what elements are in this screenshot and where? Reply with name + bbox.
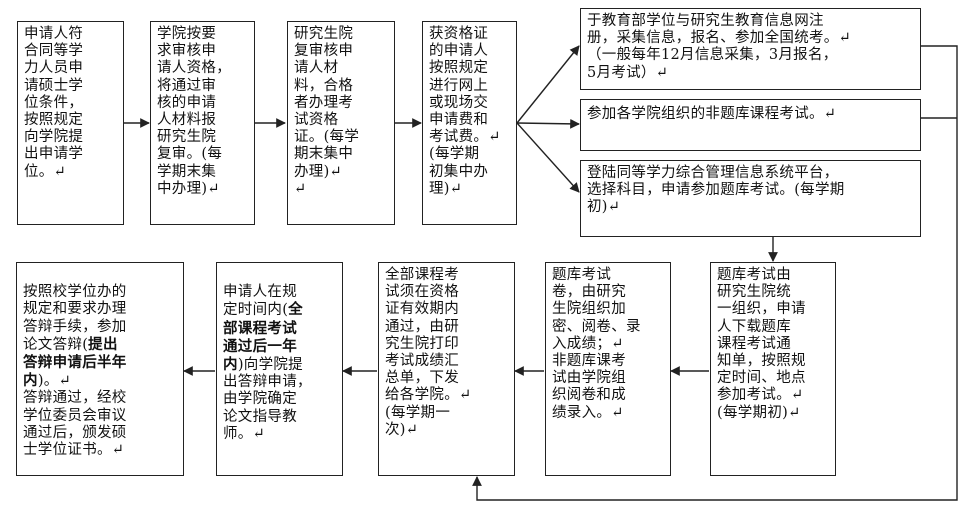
step-bank-exam-register: 登陆同等学力综合管理信息系统平台， 选择科目，申请参加题库考试。(每学期 初)↵ — [580, 160, 921, 237]
defense-application-text-c: )向学院提 出答辩申请， 由学院确定 论文指导教 师。↵ — [223, 357, 312, 442]
defense-application-text-a: 申请人在规 定时间内( — [223, 284, 297, 319]
step-national-exam: 于教育部学位与研究生教育信息网注 册，采集信息，报名、参加全国统考。↵ （一般每… — [580, 8, 921, 90]
step-bank-exam-organize: 题库考试由 研究生院统 一组织，申请 人下载题库 课程考试通 知单，按照规 定时… — [710, 262, 836, 476]
step-college-review: 学院按要 求审核申 请人资格， 将通过审 核的申请 人材料报 研究生院 复审。(… — [150, 21, 255, 225]
step-score-summary: 全部课程考 试须在资格 证有效期内 通过，由研 究生院打印 考试成绩汇 总单，下… — [378, 262, 515, 476]
step-apply-condition: 申请人符 合同等学 力人员申 请硕士学 位条件， 按照规定 向学院提 出申请学 … — [17, 21, 124, 225]
step-pay-fees: 获资格证 的申请人 按照规定 进行网上 或现场交 申请费和 考试费。↵ (每学期… — [422, 21, 517, 225]
step-college-non-bank-exam: 参加各学院组织的非题库课程考试。↵ — [580, 99, 921, 151]
arrow-s4-b1 — [516, 45, 580, 124]
arrow-s4-b2 — [516, 118, 580, 129]
step-graduate-school-recheck: 研究生院 复审核申 请人材 料，合格 者办理考 试资格 证。(每学 期末集中 办… — [287, 21, 395, 225]
defense-text-a: 按照校学位办的 规定和要求办理 答辩手续，参加 论文答辩( — [23, 284, 127, 353]
defense-deadline: 提出 答辩申请后半年 内 — [23, 335, 127, 390]
step-defense-application: 申请人在规 定时间内(全 部课程考试 通过后一年 内)向学院提 出答辩申请， 由… — [216, 262, 343, 476]
step-thesis-defense-degree: 按照校学位办的 规定和要求办理 答辩手续，参加 论文答辩(提出 答辩申请后半年 … — [16, 262, 184, 476]
defense-application-deadline: 全 部课程考试 通过后一年 内 — [223, 301, 303, 374]
defense-text-c: )。↵ 答辩通过，经校 学位委员会审议 通过后，颁发硕 士学位证书。↵ — [23, 373, 127, 459]
arrow-s4-b3 — [516, 122, 580, 193]
step-grading: 题库考试 卷，由研究 生院组织加 密、阅卷、录 入成绩；↵ 非题库课考 试由学院… — [545, 262, 671, 476]
